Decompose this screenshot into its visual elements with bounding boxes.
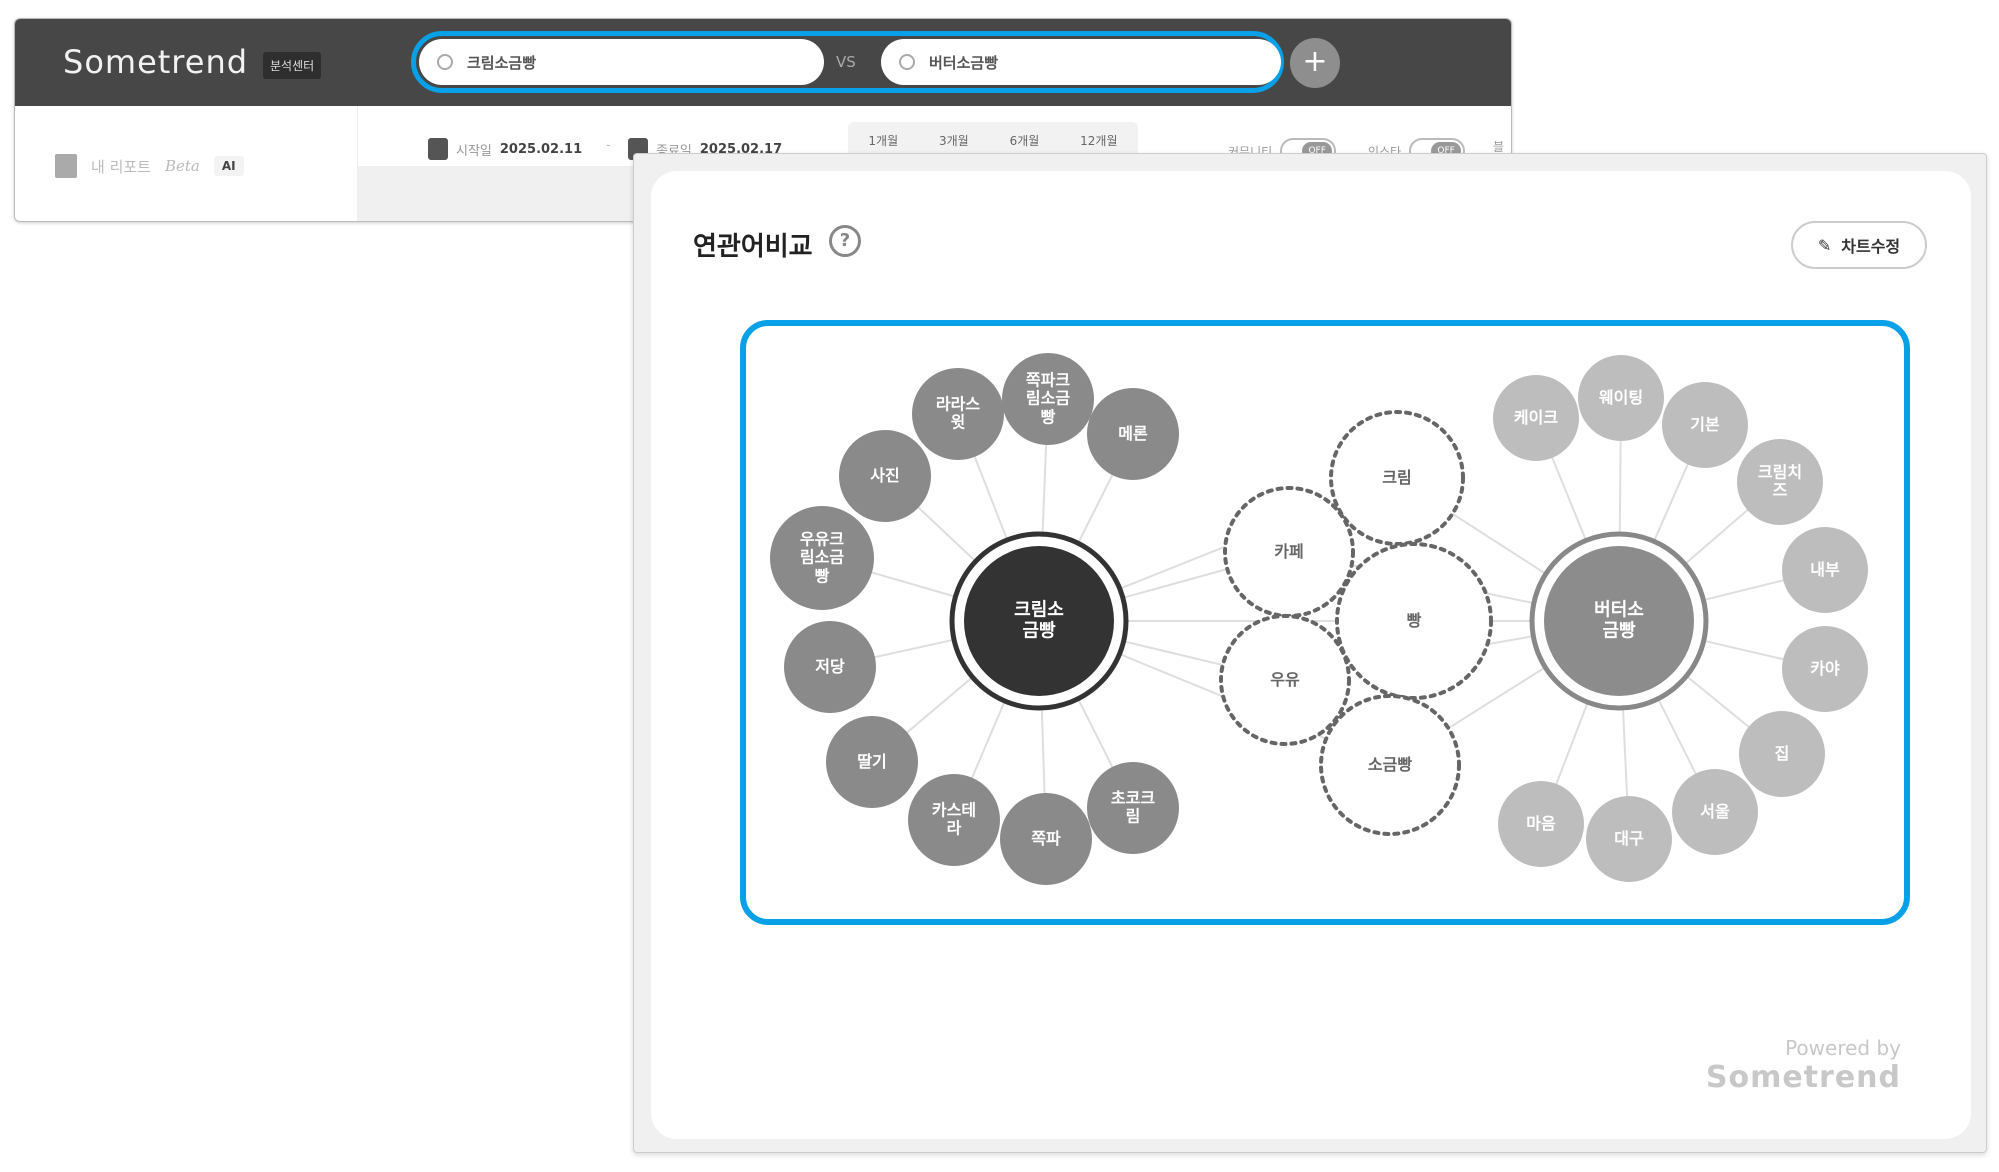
powered-by-text: Powered by (1785, 1036, 1901, 1060)
start-date: 2025.02.11 (499, 141, 583, 157)
beta-label: Beta (164, 157, 200, 175)
shared-keyword-label: 카페 (1274, 541, 1304, 561)
shared-keyword-node (1329, 410, 1465, 546)
end-date: 2025.02.17 (699, 141, 783, 157)
keyword-label: 웨이팅 (1598, 387, 1644, 407)
period-1m[interactable]: 1개월 (868, 133, 899, 148)
pencil-icon: ✎ (1817, 235, 1832, 255)
search-input-2[interactable]: 버터소금빵 (881, 39, 1281, 85)
keyword-node-right (1493, 375, 1579, 461)
search-value-2: 버터소금빵 (929, 53, 999, 72)
edit-chart-button[interactable]: ✎ 차트수정 (1791, 221, 1927, 269)
center-node-right (1544, 546, 1694, 696)
keyword-label: 우유크림소금빵 (799, 529, 845, 586)
keyword-label: 쪽파 (1031, 828, 1061, 848)
keyword-node-left (1087, 762, 1179, 854)
keyword-label: 크림치즈 (1757, 462, 1803, 500)
keyword-label: 내부 (1810, 559, 1840, 579)
keyword-node-right (1662, 382, 1748, 468)
search-input-1[interactable]: 크림소금빵 (419, 39, 824, 85)
analysis-center-badge: 분석센터 (263, 52, 322, 79)
compare-search-group: 크림소금빵 VS 버터소금빵 (411, 31, 1284, 93)
period-12m[interactable]: 12개월 (1080, 133, 1118, 148)
keyword-node-right (1578, 355, 1664, 441)
start-date-field[interactable]: 시작일 2025.02.11 (428, 138, 582, 160)
keyword-label: 딸기 (857, 751, 887, 771)
keyword-node-right (1782, 626, 1868, 712)
help-icon[interactable]: ? (829, 225, 861, 257)
search-value-1: 크림소금빵 (467, 53, 537, 72)
keyword-label: 카스테라 (931, 800, 977, 838)
keyword-node-left (826, 716, 918, 808)
period-3m[interactable]: 3개월 (939, 133, 969, 148)
keyword-node-right (1739, 711, 1825, 797)
powered-by-brand: Sometrend (1705, 1060, 1901, 1095)
keyword-label: 마음 (1526, 813, 1556, 833)
keyword-label: 메론 (1118, 423, 1148, 443)
keyword-node-left (1000, 793, 1092, 885)
shared-keyword-node (1219, 614, 1351, 746)
center-keyword-label: 크림소금빵 (1014, 599, 1064, 641)
keyword-label: 쪽파크림소금빵 (1025, 370, 1071, 427)
shared-keyword-node (1335, 542, 1493, 700)
keyword-label: 케이크 (1513, 407, 1559, 427)
keyword-label: 저당 (815, 656, 845, 676)
search-icon (899, 54, 915, 70)
keyword-node-left (908, 774, 1000, 866)
period-selector: 1개월 3개월 6개월 12개월 (848, 122, 1138, 158)
date-separator: - (606, 138, 611, 153)
calendar-icon (428, 138, 448, 160)
period-6m[interactable]: 6개월 (1009, 133, 1040, 148)
keyword-node-right (1737, 439, 1823, 525)
start-label: 시작일 (456, 143, 492, 159)
shared-keyword-label: 소금빵 (1367, 754, 1413, 774)
ai-badge: AI (213, 156, 244, 176)
keyword-node-left (1087, 388, 1179, 480)
shared-keyword-label: 우유 (1270, 669, 1300, 689)
keyword-node-right (1672, 769, 1758, 855)
report-icon (55, 154, 77, 178)
add-keyword-button[interactable]: + (1290, 38, 1340, 88)
shared-keyword-label: 크림 (1382, 467, 1412, 487)
keyword-label: 대구 (1614, 828, 1644, 848)
keyword-node-left (1002, 353, 1094, 445)
nodes (770, 353, 1868, 885)
keyword-label: 라라스윗 (935, 394, 981, 432)
powered-by: Powered by Sometrend (1706, 1036, 1901, 1095)
graph-highlight-box (740, 320, 1910, 925)
keyword-node-left (839, 430, 931, 522)
keyword-label: 카야 (1810, 658, 1840, 678)
keyword-node-right (1782, 527, 1868, 613)
logo[interactable]: Sometrend (63, 43, 249, 81)
keyword-label: 사진 (870, 465, 900, 485)
sidebar: 내 리포트 Beta AI (15, 106, 358, 221)
keyword-label: 기본 (1690, 414, 1720, 434)
edit-chart-label: 차트수정 (1841, 237, 1901, 256)
keyword-node-right (1498, 781, 1584, 867)
search-icon (437, 54, 453, 70)
keyword-node-left (912, 368, 1004, 460)
keyword-node-left (770, 506, 874, 610)
keyword-node-left (784, 621, 876, 713)
shared-keyword-node (1319, 694, 1461, 836)
keyword-label: 집 (1774, 743, 1790, 763)
center-node-left (964, 546, 1114, 696)
sidebar-item-label: 내 리포트 (91, 157, 151, 176)
keyword-label: 서울 (1700, 801, 1730, 821)
center-keyword-label: 버터소금빵 (1594, 599, 1644, 641)
shared-keyword-label: 빵 (1406, 610, 1422, 630)
panel-title: 연관어비교 (693, 232, 813, 262)
top-bar: Sometrend 분석센터 크림소금빵 VS 버터소금빵 + (15, 19, 1511, 106)
sidebar-item-my-report[interactable]: 내 리포트 Beta AI (55, 154, 244, 178)
vs-label: VS (836, 53, 856, 71)
keyword-label: 초코크림 (1110, 788, 1156, 826)
keyword-node-right (1586, 796, 1672, 882)
